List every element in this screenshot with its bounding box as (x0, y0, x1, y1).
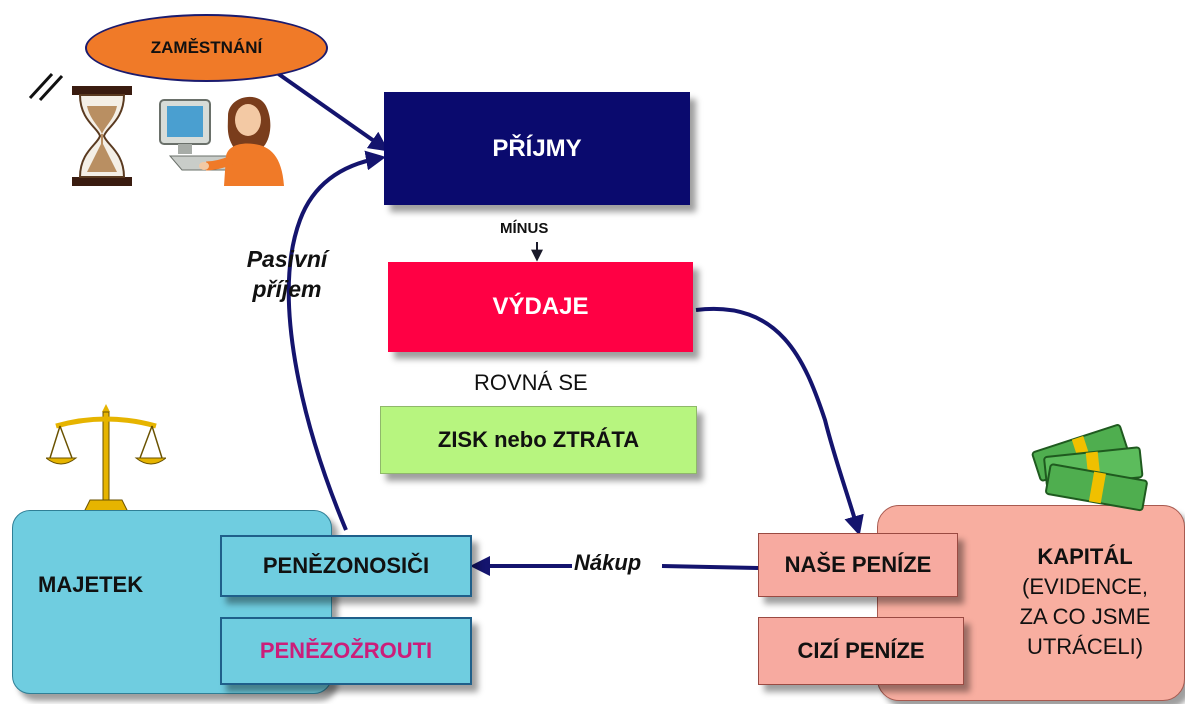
employment-label: ZAMĚSTNÁNÍ (150, 38, 263, 57)
profit-or-loss-label: ZISK nebo ZTRÁTA (437, 427, 640, 452)
purchase-label: Nákup (574, 550, 642, 575)
money-eaters-box: PENĚZOŽROUTI (220, 617, 472, 685)
income-label: PŘÍJMY (492, 134, 582, 162)
capital-text: KAPITÁL (EVIDENCE, ZA CO JSME UTRÁCELI) (990, 542, 1180, 662)
expenses-label: VÝDAJE (492, 293, 589, 320)
employment-ellipse: ZAMĚSTNÁNÍ (85, 14, 328, 82)
capital-title: KAPITÁL (1037, 544, 1133, 569)
equals-label: ROVNÁ SE (474, 370, 588, 395)
expenses-box: VÝDAJE (388, 262, 693, 352)
profit-or-loss-box: ZISK nebo ZTRÁTA (380, 406, 697, 474)
scales-icon (46, 404, 166, 513)
money-eaters-label: PENĚZOŽROUTI (259, 638, 433, 663)
capital-description-line1: (EVIDENCE, (1022, 574, 1148, 599)
capital-description-line2: ZA CO JSME (1019, 604, 1151, 629)
minus-label: MÍNUS (500, 220, 549, 237)
passive-income-label: Pasivní příjem (234, 244, 340, 304)
capital-description-line3: UTRÁCELI) (1026, 634, 1144, 659)
assets-title: MAJETEK (38, 572, 144, 597)
money-stack-icon (1031, 424, 1148, 512)
double-slash-icon (28, 72, 64, 102)
arrow-purchase (476, 566, 759, 568)
arrow-expenses-to-capital (695, 306, 864, 536)
office-worker-icon (159, 96, 284, 186)
others-money-label: CIZÍ PENÍZE (797, 638, 925, 663)
income-box: PŘÍJMY (384, 92, 690, 205)
arrow-employment-to-income (268, 66, 389, 152)
our-money-box: NAŠE PENÍZE (758, 533, 958, 597)
passive-income-line2: příjem (252, 276, 322, 302)
our-money-label: NAŠE PENÍZE (784, 552, 932, 577)
hourglass-icon (72, 86, 132, 186)
passive-income-line1: Pasivní (246, 246, 328, 272)
money-carriers-box: PENĚZONOSIČI (220, 535, 472, 597)
others-money-box: CIZÍ PENÍZE (758, 617, 964, 685)
money-carriers-label: PENĚZONOSIČI (262, 553, 430, 578)
arrow-passive-income (286, 150, 386, 531)
